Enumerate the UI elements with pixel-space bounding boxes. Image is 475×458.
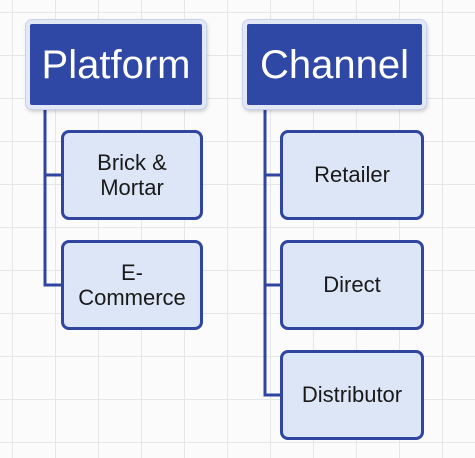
channel-item-distributor: Distributor (280, 350, 424, 440)
platform-header-label: Platform (41, 42, 191, 87)
platform-item-brick-and-mortar: Brick & Mortar (61, 130, 203, 220)
item-label: Distributor (301, 382, 403, 408)
item-label: E-Commerce (78, 259, 186, 310)
channel-item-retailer: Retailer (280, 130, 424, 220)
item-label: Direct (323, 272, 381, 298)
platform-header: Platform (26, 20, 206, 109)
channel-header-label: Channel (259, 42, 409, 87)
item-label: Brick & Mortar (97, 149, 167, 200)
item-label: Retailer (314, 162, 390, 188)
platform-item-e-commerce: E-Commerce (61, 240, 203, 330)
channel-header: Channel (243, 20, 426, 109)
channel-item-direct: Direct (280, 240, 424, 330)
